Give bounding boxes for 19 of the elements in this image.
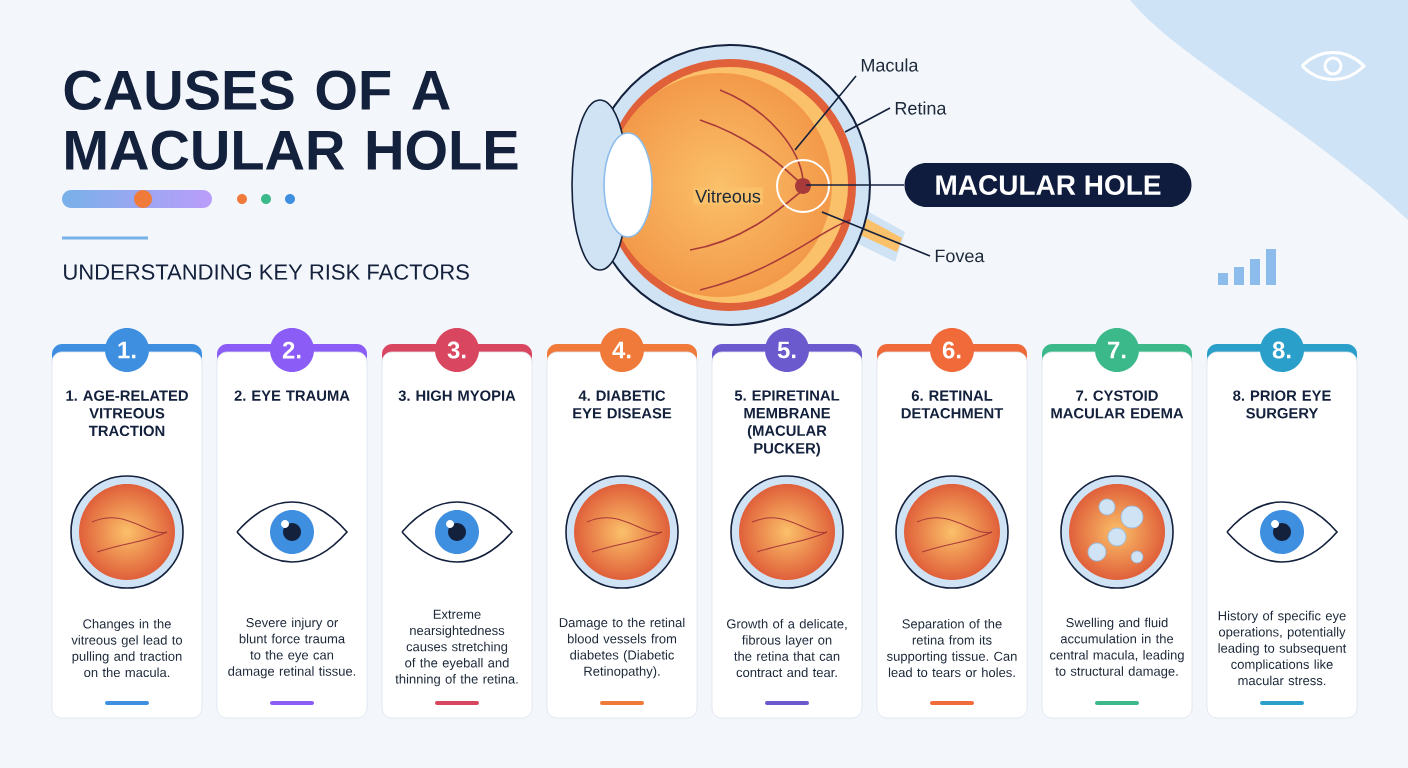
number-badge: 7. [1095, 328, 1139, 372]
number-badge: 1. [105, 328, 149, 372]
number-badge: 2. [270, 328, 314, 372]
leader-line [805, 184, 905, 186]
leader-line [794, 75, 857, 151]
callout-pill: MACULAR HOLE [904, 163, 1192, 207]
part-label: Retina [895, 101, 947, 115]
subtitle: UNDERSTANDING KEY RISK FACTORS [64, 264, 469, 280]
part-label: Vitreous [693, 187, 763, 205]
part-label: Fovea [935, 249, 985, 263]
number-badge: 8. [1260, 328, 1304, 372]
leader-line [821, 211, 931, 257]
leader-line [844, 107, 891, 133]
part-label: Macula [861, 58, 919, 72]
number-badge: 4. [600, 328, 644, 372]
number-badge: 5. [765, 328, 809, 372]
number-badge: 3. [435, 328, 479, 372]
number-badge: 6. [930, 328, 974, 372]
title: CAUSES OF A MACULAR HOLE [64, 70, 518, 171]
